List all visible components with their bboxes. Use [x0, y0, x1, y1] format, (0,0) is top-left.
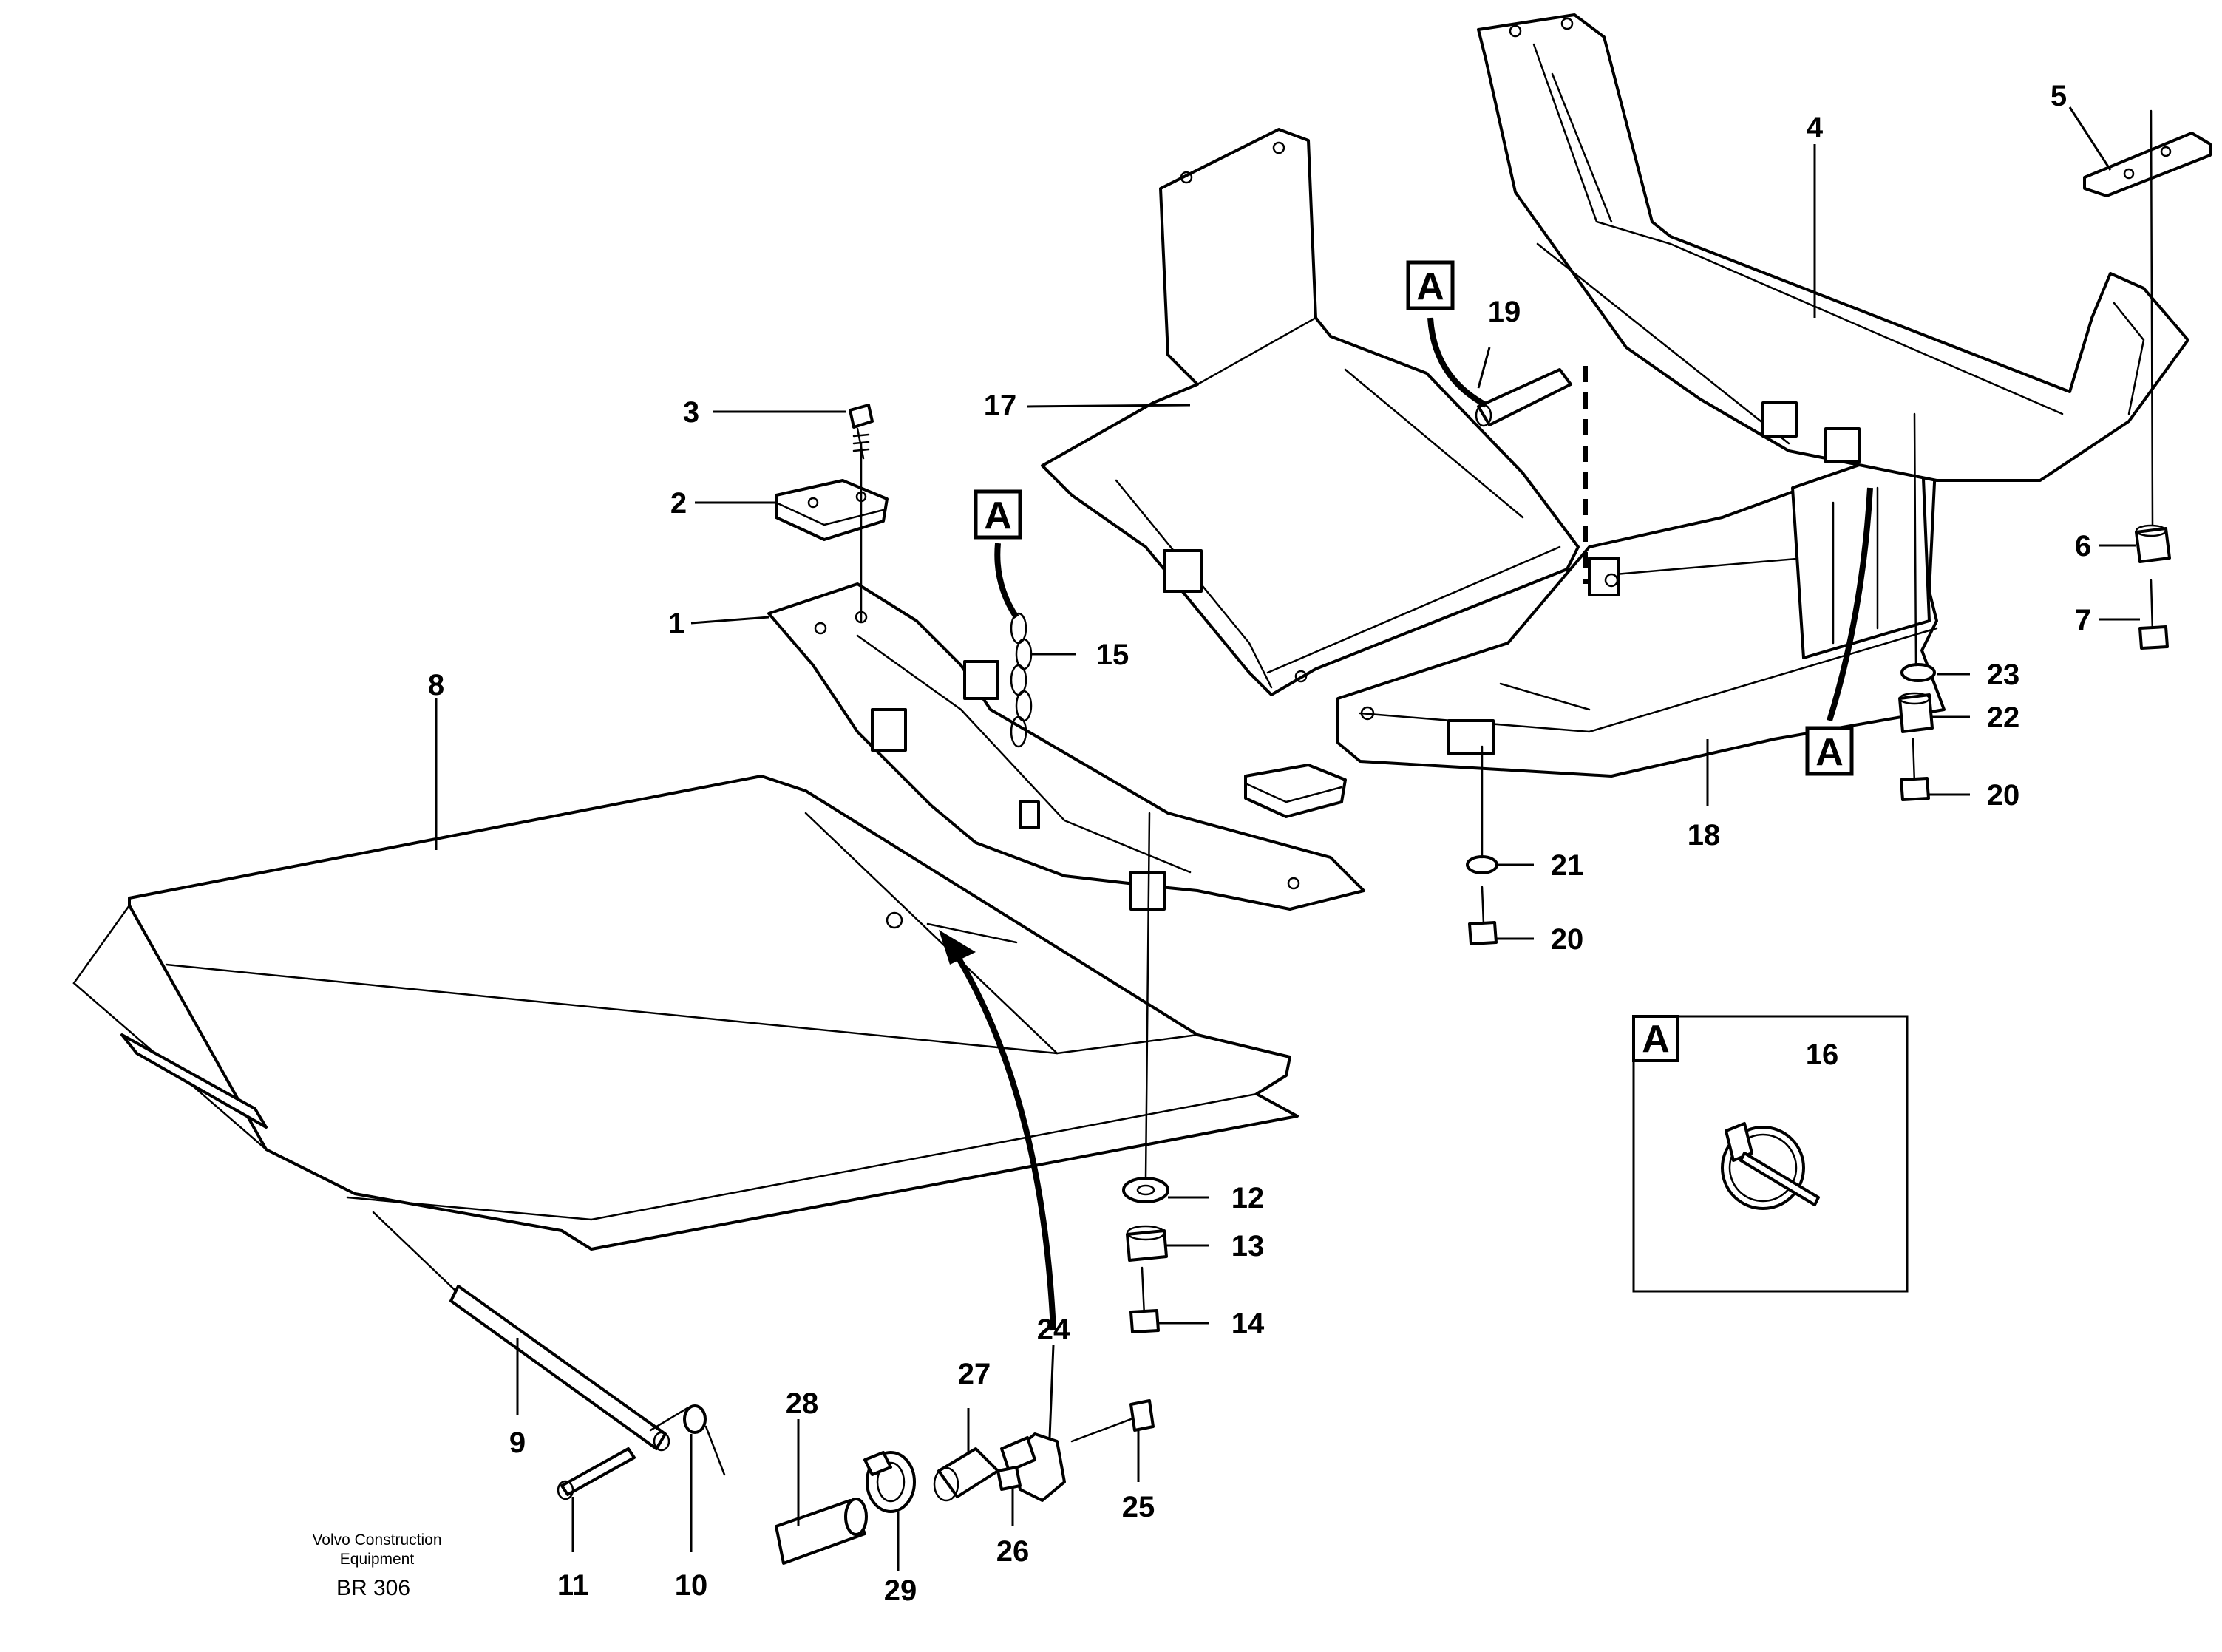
detail-view-a-label-box — [1632, 1015, 1679, 1062]
callout-15: 15 — [1096, 639, 1129, 671]
callout-24: 24 — [1037, 1313, 1070, 1346]
part-9-rod — [449, 1285, 670, 1452]
part-20-bolt-right — [1900, 738, 1930, 801]
credit-line-2: Equipment — [340, 1551, 415, 1568]
callout-18: 18 — [1688, 819, 1721, 852]
part-19-pin — [1475, 368, 1572, 427]
detail-marker-a-3: A — [1805, 726, 1854, 776]
detail-view-a-label: A — [1642, 1018, 1670, 1061]
callout-labels: 1 2 3 4 5 6 7 8 9 10 11 12 13 14 15 16 1… — [428, 80, 2091, 1607]
part-10-washer — [683, 1404, 707, 1434]
detail-view-a: A — [1632, 1015, 1909, 1293]
callout-5: 5 — [2051, 80, 2067, 112]
part-6-bushing — [2135, 524, 2171, 563]
part-27-nipple — [933, 1447, 999, 1502]
part-2-clamp-plate — [775, 479, 889, 541]
part-11-split-pin — [557, 1447, 636, 1500]
svg-text:A: A — [984, 494, 1012, 537]
part-4-main-frame — [1477, 13, 2189, 482]
part-29-hose-clamp — [863, 1451, 916, 1513]
callout-6: 6 — [2075, 530, 2091, 562]
callout-25: 25 — [1122, 1491, 1155, 1523]
part-7-bolt — [2138, 579, 2169, 650]
part-12-washer — [1122, 1177, 1169, 1203]
callout-2: 2 — [670, 487, 687, 520]
callout-12: 12 — [1231, 1182, 1265, 1214]
svg-text:A: A — [1416, 265, 1444, 308]
callout-7: 7 — [2075, 604, 2091, 636]
part-14-bolt — [1129, 1266, 1160, 1333]
callout-19: 19 — [1488, 296, 1521, 328]
callout-26: 26 — [996, 1535, 1030, 1568]
callout-17: 17 — [984, 390, 1017, 422]
part-28-hose — [775, 1498, 868, 1565]
callout-11: 11 — [557, 1569, 588, 1602]
callout-16: 16 — [1806, 1039, 1839, 1071]
part-22-bushing — [1898, 692, 1934, 733]
part-1-center-bracket — [767, 582, 1365, 911]
callout-20-center: 20 — [1551, 923, 1584, 956]
part-15-chain — [1010, 612, 1033, 748]
callout-3: 3 — [683, 396, 699, 429]
callout-13: 13 — [1231, 1230, 1265, 1262]
part-25-bolt — [1070, 1399, 1155, 1443]
part-20-bolt-center — [1468, 886, 1498, 945]
part-5-plate — [2083, 132, 2212, 197]
callout-27: 27 — [958, 1358, 991, 1390]
callout-28: 28 — [786, 1387, 819, 1420]
part-17-middle-tray — [1041, 128, 1580, 696]
callout-22: 22 — [1987, 701, 2020, 734]
callout-4: 4 — [1807, 112, 1824, 144]
part-21-washer — [1466, 855, 1498, 874]
callout-21: 21 — [1551, 849, 1584, 882]
spacer-pad — [1244, 764, 1347, 818]
leader-lines — [372, 106, 2154, 1571]
part-18-right-tray — [1336, 435, 1946, 778]
document-reference: BR 306 — [336, 1576, 410, 1600]
credit-block: Volvo Construction Equipment BR 306 — [312, 1532, 441, 1600]
part-24-drain-fitting — [1000, 1432, 1066, 1502]
part-26-nut — [996, 1466, 1022, 1491]
svg-text:A: A — [1815, 731, 1844, 774]
credit-line-1: Volvo Construction — [312, 1532, 441, 1549]
detail-marker-a-2: A — [974, 489, 1022, 540]
callout-1: 1 — [668, 608, 684, 640]
callout-10: 10 — [675, 1569, 708, 1602]
callout-8: 8 — [428, 669, 444, 701]
arrow-head-24 — [939, 930, 976, 965]
detail-marker-a-1: A — [1406, 260, 1455, 310]
callout-23: 23 — [1987, 659, 2020, 691]
part-16-lynch-pin — [1721, 1122, 1820, 1210]
part-8-bottom-guard-plate — [72, 775, 1299, 1251]
callout-9: 9 — [509, 1427, 526, 1459]
part-13-bushing — [1126, 1225, 1168, 1262]
callout-14: 14 — [1231, 1308, 1265, 1340]
part-23-washer — [1900, 663, 1936, 682]
callout-29: 29 — [884, 1574, 917, 1607]
callout-20-right: 20 — [1987, 779, 2020, 812]
